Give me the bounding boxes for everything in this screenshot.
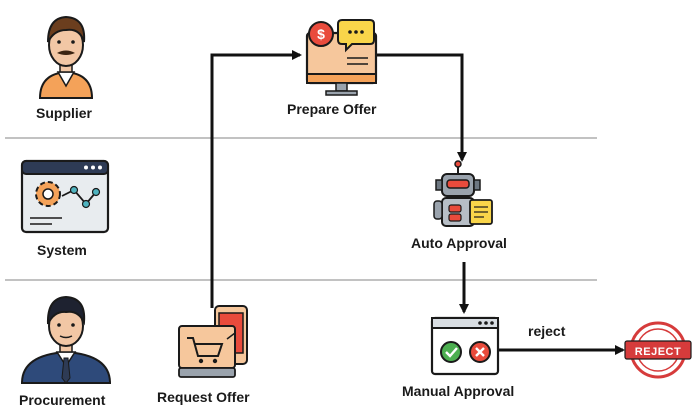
lane-label-supplier: Supplier <box>36 105 93 121</box>
node-label-prepare-offer: Prepare Offer <box>287 101 377 117</box>
node-label-manual-approval: Manual Approval <box>402 383 515 399</box>
reject-stamp-text: REJECT <box>635 346 681 358</box>
reject-stamp-icon: REJECT <box>624 321 692 379</box>
node-label-auto-approval: Auto Approval <box>411 235 507 251</box>
node-label-request-offer: Request Offer <box>157 389 250 405</box>
approve-reject-window-icon <box>430 316 500 376</box>
lane-label-procurement: Procurement <box>19 392 106 408</box>
robot-icon <box>433 160 493 227</box>
edge-request-to-prepare <box>210 50 302 308</box>
system-gear-window-icon <box>20 159 110 234</box>
supplier-avatar-icon <box>38 15 94 99</box>
lane-label-system: System <box>37 242 87 258</box>
shopping-cart-devices-icon <box>178 305 248 378</box>
edge-prepare-to-auto <box>376 53 467 162</box>
svg-text:$: $ <box>317 26 325 42</box>
procurement-avatar-icon <box>20 295 112 384</box>
monitor-dollar-chat-icon: $ <box>305 19 378 96</box>
edge-label-reject: reject <box>528 323 566 339</box>
